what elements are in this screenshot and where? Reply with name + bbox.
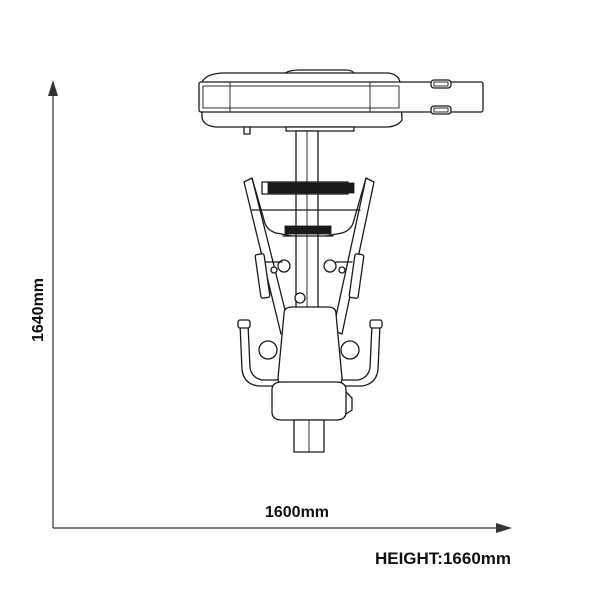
- bottom-foot: [293, 419, 325, 453]
- horizontal-dimension-line: [53, 523, 512, 533]
- central-column: [295, 130, 319, 314]
- side-handles: [254, 253, 365, 299]
- up-arrow-icon: [48, 80, 58, 96]
- width-dimension-label: 1600mm: [265, 504, 329, 521]
- backrest-pad: [277, 306, 343, 387]
- seat: [271, 381, 353, 421]
- top-frame: [198, 69, 484, 135]
- machine-drawing: [198, 69, 484, 453]
- vertical-dimension-line: [48, 80, 58, 528]
- height-dimension-label: HEIGHT:1660mm: [375, 549, 511, 568]
- right-arrow-icon: [496, 523, 512, 533]
- depth-dimension-label: 1640mm: [30, 278, 47, 342]
